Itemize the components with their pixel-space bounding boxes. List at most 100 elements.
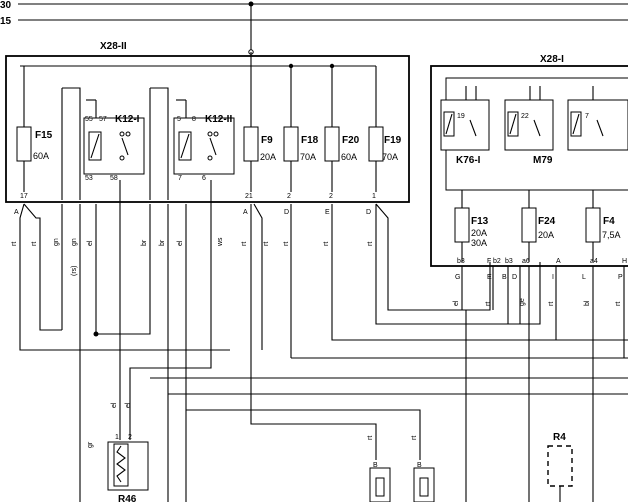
fuse-f13-rating-2: 30A	[471, 238, 487, 248]
component-r46-label: R46	[118, 494, 137, 502]
fuse-f13	[454, 207, 470, 243]
fuse-f24-rating: 20A	[538, 230, 554, 240]
svg-text:rt: rt	[263, 242, 270, 246]
fuse-f24-label: F24	[538, 216, 556, 227]
rail-15-label: 15	[0, 16, 12, 27]
svg-text:gn: gn	[71, 238, 78, 246]
svg-text:ws: ws	[217, 237, 224, 247]
svg-text:(rs): (rs)	[71, 266, 78, 277]
junction-dot	[93, 331, 99, 337]
fuse-f9	[243, 126, 259, 162]
fuse-f20-rating: 60A	[341, 152, 357, 162]
svg-text:a6: a6	[522, 258, 530, 265]
svg-text:D: D	[512, 274, 517, 281]
fuse-f9-rating: 20A	[260, 152, 276, 162]
fuse-f18	[283, 126, 299, 162]
relay-k12-i-label: K12-I	[115, 114, 140, 125]
svg-text:F: F	[487, 258, 491, 265]
relay-k76-i-label: K76-I	[456, 155, 481, 166]
fuse-f4-label: F4	[603, 216, 615, 227]
svg-text:el: el	[111, 402, 118, 408]
svg-text:rt: rt	[31, 242, 38, 246]
svg-text:rt: rt	[11, 242, 18, 246]
svg-text:rt: rt	[548, 302, 555, 306]
svg-text:b3: b3	[457, 258, 465, 265]
fuse-f19-label: F19	[384, 135, 402, 146]
wire-color-labels-lower: el el gr rt rt	[87, 402, 418, 448]
svg-text:b3: b3	[505, 258, 513, 265]
svg-text:2: 2	[287, 193, 291, 200]
svg-text:57: 57	[99, 116, 107, 123]
svg-text:ge: ge	[519, 298, 526, 306]
x28-ii-label: X28-II	[100, 41, 127, 52]
x28-i-pin-labels: b3 F b2 b3 a6 A a4 H	[457, 258, 627, 265]
fuse-f9-label: F9	[261, 135, 273, 146]
svg-text:E: E	[487, 274, 492, 281]
svg-text:br: br	[159, 239, 166, 246]
svg-text:55: 55	[85, 116, 93, 123]
svg-text:E: E	[325, 209, 330, 216]
svg-text:rt: rt	[323, 242, 330, 246]
svg-text:19: 19	[457, 113, 465, 120]
svg-text:A: A	[556, 258, 561, 265]
svg-text:2: 2	[329, 193, 333, 200]
svg-text:B: B	[373, 462, 378, 469]
svg-text:I: I	[552, 274, 554, 281]
fuse-f4	[585, 207, 601, 243]
svg-text:7: 7	[178, 175, 182, 182]
x28-ii-block	[5, 55, 410, 203]
wire-color-labels-right: el rt ge rt bl rt	[453, 298, 622, 306]
x28-i-label: X28-I	[540, 54, 564, 65]
fuse-f20	[324, 126, 340, 162]
svg-text:bl: bl	[584, 300, 591, 306]
fuse-f20-label: F20	[342, 135, 360, 146]
svg-text:el: el	[177, 240, 184, 246]
svg-text:1: 1	[115, 434, 119, 441]
svg-text:el: el	[125, 402, 132, 408]
svg-text:8: 8	[192, 116, 196, 123]
svg-text:rt: rt	[241, 242, 248, 246]
svg-text:22: 22	[521, 113, 529, 120]
svg-text:B: B	[502, 274, 507, 281]
fuse-f15-rating: 60A	[33, 151, 49, 161]
rail-30-label: 30	[0, 0, 12, 11]
x28-i-block	[430, 65, 628, 267]
svg-text:2: 2	[128, 434, 132, 441]
svg-text:rt: rt	[283, 242, 290, 246]
svg-text:A: A	[14, 209, 19, 216]
fuse-f19	[368, 126, 384, 162]
svg-text:rt: rt	[615, 302, 622, 306]
fuse-f15-label: F15	[35, 130, 53, 141]
svg-text:7: 7	[585, 113, 589, 120]
svg-text:G: G	[455, 274, 460, 281]
fuse-f13-rating: 20A	[471, 228, 487, 238]
svg-text:1: 1	[372, 193, 376, 200]
component-r4-label: R4	[553, 432, 566, 443]
svg-text:A: A	[243, 209, 248, 216]
relay-m79-label: M79	[533, 155, 553, 166]
relay-k12-ii-label: K12-II	[205, 114, 232, 125]
fuse-f24	[521, 207, 537, 243]
svg-text:gn: gn	[53, 238, 60, 246]
svg-text:21: 21	[245, 193, 253, 200]
wire-color-labels-left: rt rt gn gn (rs) el br br el ws rt rt rt…	[11, 237, 374, 276]
fuse-f13-label: F13	[471, 216, 489, 227]
svg-text:rt: rt	[485, 302, 492, 306]
svg-text:rt: rt	[367, 436, 374, 440]
svg-text:br: br	[141, 239, 148, 246]
svg-text:D: D	[284, 209, 289, 216]
svg-text:el: el	[87, 240, 94, 246]
svg-text:53: 53	[85, 175, 93, 182]
fuse-f19-rating: 70A	[382, 152, 398, 162]
svg-text:L: L	[582, 274, 586, 281]
svg-text:rt: rt	[411, 436, 418, 440]
svg-text:D: D	[366, 209, 371, 216]
svg-text:rt: rt	[367, 242, 374, 246]
svg-text:58: 58	[110, 175, 118, 182]
component-r4	[547, 445, 573, 487]
fuse-f18-rating: 70A	[300, 152, 316, 162]
svg-text:b2: b2	[493, 258, 501, 265]
svg-text:a4: a4	[590, 258, 598, 265]
svg-text:P: P	[618, 274, 623, 281]
